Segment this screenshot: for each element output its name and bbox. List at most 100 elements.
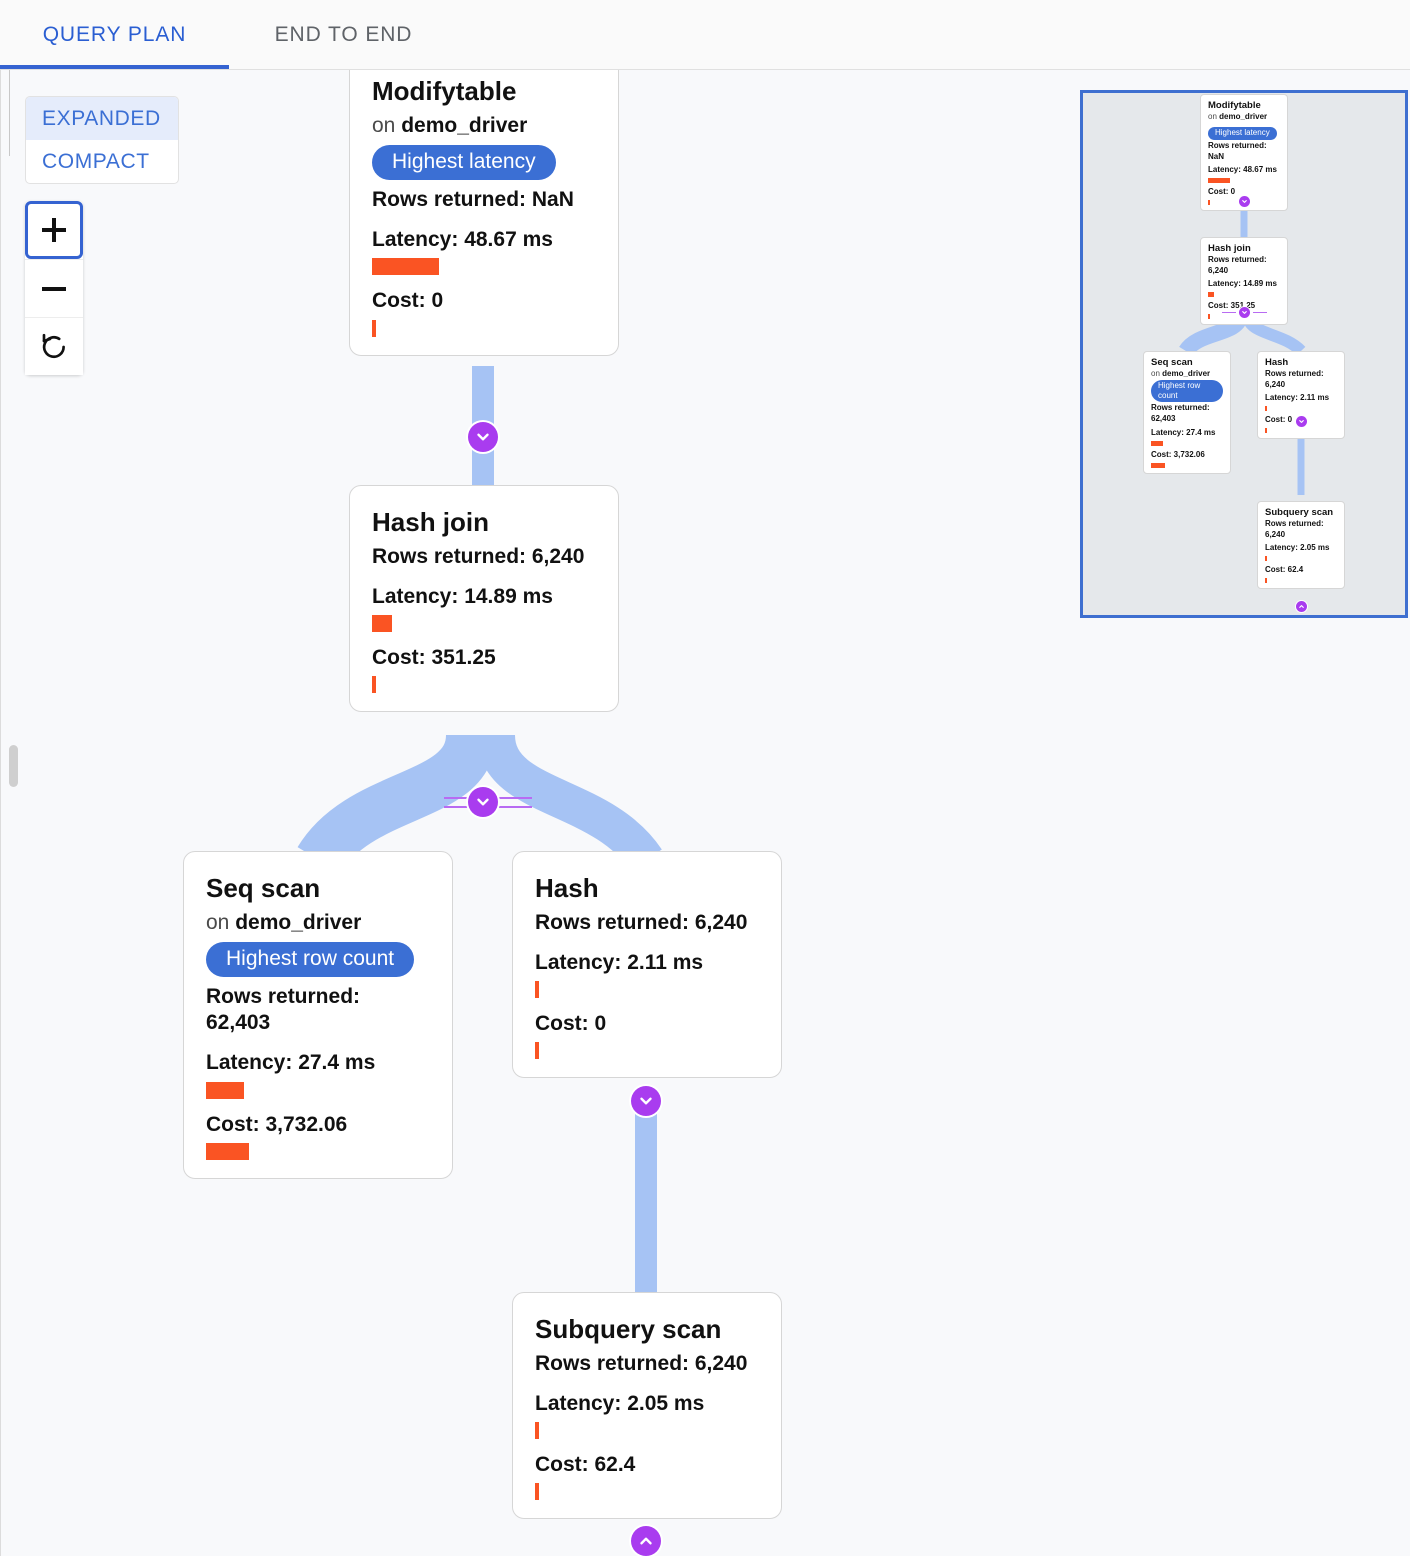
minimap-multi-line-right bbox=[1253, 312, 1267, 313]
plan-node-modifytable[interactable]: Modifytable on demo_driver Highest laten… bbox=[349, 70, 619, 356]
minimap-node-relation-name: demo_driver bbox=[1219, 111, 1268, 121]
node-relation-name: demo_driver bbox=[235, 910, 362, 934]
minimap-node-title: Hash join bbox=[1208, 243, 1251, 254]
collapse-toggle-hash-join[interactable] bbox=[468, 787, 498, 817]
node-latency: Latency: 27.4 ms bbox=[206, 1051, 376, 1075]
node-latency: Latency: 2.11 ms bbox=[535, 950, 704, 974]
minimap-node-cost: Cost: 0 bbox=[1208, 187, 1236, 197]
node-cost: Cost: 0 bbox=[372, 289, 444, 313]
plan-node-subquery-scan[interactable]: Subquery scan Rows returned: 6,240 Laten… bbox=[512, 1292, 782, 1520]
minimap-node-latency: Latency: 14.89 ms bbox=[1208, 279, 1277, 289]
view-mode-compact[interactable]: COMPACT bbox=[26, 140, 178, 183]
plan-canvas[interactable]: EXPANDED COMPACT bbox=[0, 70, 1410, 1556]
view-mode-toggle[interactable]: EXPANDED COMPACT bbox=[25, 96, 179, 184]
latency-bar bbox=[372, 258, 440, 276]
node-cost: Cost: 0 bbox=[535, 1012, 607, 1035]
cost-bar bbox=[372, 676, 377, 694]
latency-bar bbox=[206, 1081, 245, 1099]
minimap-node-rows: Rows returned: NaN bbox=[1208, 140, 1267, 161]
node-rows: Rows returned: 62,403 bbox=[206, 984, 361, 1035]
minimap-latency-bar bbox=[1208, 292, 1215, 298]
minimap-node-title: Seq scan bbox=[1151, 357, 1193, 368]
cost-bar bbox=[535, 1042, 540, 1060]
node-relation-prefix: on bbox=[206, 910, 230, 934]
plan-node-hash-join[interactable]: Hash join Rows returned: 6,240 Latency: … bbox=[349, 485, 619, 713]
expand-toggle-subquery-scan[interactable] bbox=[631, 1526, 661, 1556]
minimap-node-relation-name: demo_driver bbox=[1162, 368, 1211, 378]
latency-bar bbox=[535, 981, 540, 998]
view-mode-compact-label: COMPACT bbox=[42, 149, 150, 173]
minimap-expand-subquery-scan bbox=[1296, 601, 1307, 612]
view-mode-expanded[interactable]: EXPANDED bbox=[26, 97, 178, 140]
tab-bar: QUERY PLAN END TO END bbox=[0, 0, 1410, 70]
canvas-left-divider bbox=[9, 70, 10, 156]
minimap-node-relation: on demo_driver bbox=[1208, 112, 1280, 122]
minimap-node-rows: Rows returned: 62,403 bbox=[1151, 403, 1210, 424]
node-title: Hash join bbox=[372, 507, 490, 537]
zoom-controls[interactable] bbox=[25, 201, 83, 375]
zoom-out-button[interactable] bbox=[25, 259, 83, 317]
node-relation-prefix: on bbox=[372, 113, 396, 137]
spacer bbox=[372, 213, 596, 227]
node-relation-name: demo_driver bbox=[401, 113, 528, 137]
tab-end-to-end-label: END TO END bbox=[274, 22, 413, 46]
minimap-collapse-hash-join bbox=[1239, 307, 1250, 318]
zoom-in-button[interactable] bbox=[25, 201, 83, 259]
minimap-latency-bar bbox=[1265, 406, 1268, 412]
latency-bar bbox=[372, 615, 393, 632]
minimap-node-seq-scan: Seq scan on demo_driver Highest row coun… bbox=[1143, 351, 1231, 474]
node-title: Modifytable bbox=[372, 76, 517, 106]
minimap-node-relation-prefix: on bbox=[1208, 111, 1217, 121]
collapse-toggle-hash[interactable] bbox=[631, 1086, 661, 1116]
collapse-toggle-modifytable[interactable] bbox=[468, 422, 498, 452]
reset-view-button[interactable] bbox=[25, 317, 83, 375]
latency-bar bbox=[535, 1422, 540, 1439]
node-relation: on demo_driver bbox=[372, 113, 596, 138]
node-badge: Highest latency bbox=[372, 144, 556, 180]
vertical-scrollbar-thumb[interactable] bbox=[9, 745, 18, 787]
node-rows: Rows returned: 6,240 bbox=[535, 1351, 748, 1375]
minimap[interactable]: Modifytable on demo_driver Highest laten… bbox=[1080, 90, 1408, 618]
tab-query-plan[interactable]: QUERY PLAN bbox=[0, 0, 229, 69]
node-rows: Rows returned: 6,240 bbox=[372, 544, 585, 568]
minimap-node-cost: Cost: 0 bbox=[1265, 415, 1293, 425]
tab-end-to-end[interactable]: END TO END bbox=[229, 0, 458, 69]
node-cost: Cost: 351.25 bbox=[372, 646, 496, 669]
minimap-multi-line-left bbox=[1222, 312, 1236, 313]
minimap-node-latency: Latency: 27.4 ms bbox=[1151, 428, 1216, 438]
node-title: Seq scan bbox=[206, 873, 321, 903]
minimap-collapse-modifytable bbox=[1239, 196, 1250, 207]
cost-bar bbox=[535, 1483, 540, 1501]
minimap-node-rows: Rows returned: 6,240 bbox=[1208, 254, 1267, 275]
plan-node-seq-scan[interactable]: Seq scan on demo_driver Highest row coun… bbox=[183, 851, 453, 1179]
minimap-cost-bar bbox=[1151, 462, 1165, 468]
node-latency: Latency: 14.89 ms bbox=[372, 584, 553, 608]
node-rows: Rows returned: 6,240 bbox=[535, 910, 748, 934]
minimap-node-latency: Latency: 2.11 ms bbox=[1265, 393, 1330, 403]
spacer bbox=[535, 936, 759, 950]
minimap-cost-bar bbox=[1265, 428, 1268, 434]
minimap-node-cost: Cost: 351.25 bbox=[1208, 301, 1256, 311]
spacer bbox=[535, 1377, 759, 1391]
minimap-latency-bar bbox=[1208, 178, 1230, 184]
cost-bar bbox=[206, 1142, 249, 1160]
node-cost: Cost: 62.4 bbox=[535, 1453, 636, 1476]
tab-query-plan-label: QUERY PLAN bbox=[42, 22, 187, 46]
minimap-cost-bar bbox=[1265, 578, 1268, 584]
minimap-node-latency: Latency: 2.05 ms bbox=[1265, 543, 1330, 553]
minimap-node-relation: on demo_driver bbox=[1151, 369, 1223, 379]
node-latency: Latency: 2.05 ms bbox=[535, 1391, 705, 1415]
plan-node-hash[interactable]: Hash Rows returned: 6,240 Latency: 2.11 … bbox=[512, 851, 782, 1079]
node-relation: on demo_driver bbox=[206, 910, 430, 935]
minimap-node-badge: Highest latency bbox=[1208, 127, 1277, 140]
view-mode-expanded-label: EXPANDED bbox=[42, 106, 161, 130]
multi-child-line-right-top bbox=[498, 797, 532, 799]
minimap-cost-bar bbox=[1208, 314, 1211, 320]
minimap-node-cost: Cost: 62.4 bbox=[1265, 565, 1304, 575]
plus-icon bbox=[39, 215, 69, 245]
multi-child-line-right-bottom bbox=[498, 806, 532, 808]
minus-icon bbox=[39, 274, 69, 304]
minimap-node-title: Subquery scan bbox=[1265, 507, 1334, 518]
minimap-node-title: Hash bbox=[1265, 357, 1289, 368]
minimap-node-relation-prefix: on bbox=[1151, 368, 1160, 378]
